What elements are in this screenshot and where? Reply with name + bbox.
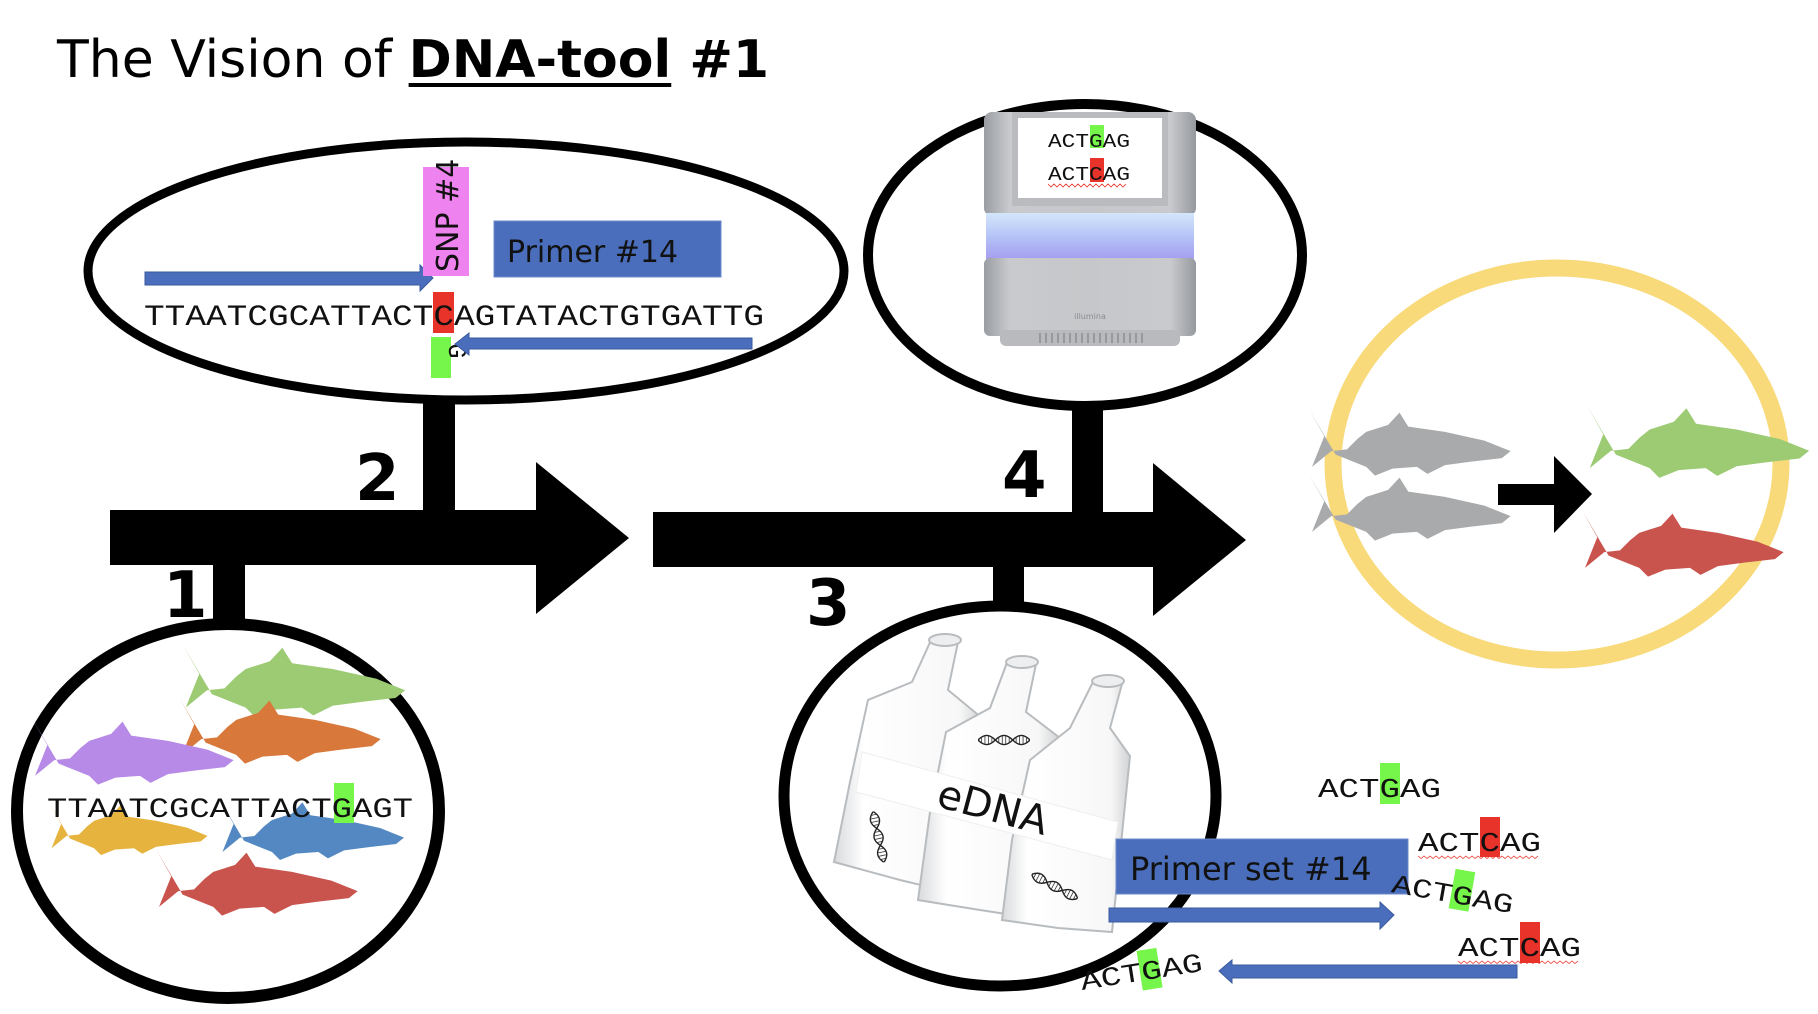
read-2: ACTCAG [1418,830,1541,860]
reference-base-highlight [433,292,454,333]
timeline-arrow-2 [653,463,1246,616]
stem-step-3 [993,565,1024,607]
primer-set-label: Primer set #14 [1130,850,1372,888]
primer-set-box [1115,838,1409,895]
spellcheck-underline [1417,855,1539,860]
step-number-2: 2 [355,442,400,516]
read-3-highlight [1448,868,1476,912]
step-4-panel: illumina ACTGAG ACTCAG [863,99,1307,411]
read-4: ACTCAG [1458,935,1581,965]
step-1-panel: TTAATCGCATTACTGAGT [11,618,445,1004]
snp-label-box [423,167,469,276]
read-3: ACTGAG [1389,871,1515,922]
snp-label: SNP #4 [431,159,466,272]
read-1-highlight [1380,763,1400,804]
spellcheck-underline [1457,960,1579,965]
forward-amplicon-arrow [1108,900,1395,931]
read-4-highlight [1520,922,1540,963]
step-3-panel: eDNA [778,600,1222,992]
reference-sequence: TTAATCGCATTACTCAGTATACTGTGATTG [144,300,764,334]
screen-read-1-highlight [1090,125,1104,148]
sequencer-brand: illumina [1074,312,1106,321]
outcome-arrow [1498,456,1592,533]
slide-title: The Vision of DNA-tool #1 [57,30,769,90]
outcome-panel [1309,259,1810,669]
screen-read-1: ACTGAG [1048,131,1130,153]
population-sequence: TTAATCGCATTACTGAGT [47,795,413,826]
edna-bottles-icon [832,633,1132,934]
screen-read-2: ACTCAG [1048,164,1130,186]
stem-step-1 [213,565,245,625]
timeline-arrow-1 [110,462,629,614]
stem-step-2 [423,398,455,512]
step-number-4: 4 [1002,439,1047,513]
title-prefix: The Vision of [57,30,409,90]
alternate-base-highlight [431,337,451,378]
forward-primer-arrow [144,263,434,293]
primer-label-box [493,220,722,278]
primer-label: Primer #14 [507,235,678,270]
target-population-ring [1324,259,1790,669]
step-number-3: 3 [806,567,851,641]
step-2-panel: SNP #4 Primer #14 TTAATCGCATTACTCAGTATAC… [83,137,849,405]
population-base-highlight [334,783,354,823]
stem-step-4 [1072,404,1103,514]
reverse-amplicon-arrow [1218,958,1518,985]
reverse-primer-arrow [454,331,753,357]
read-2-highlight [1480,817,1500,857]
title-highlight: DNA-tool [408,30,672,90]
title-suffix: #1 [671,30,770,90]
spellcheck-underline [1047,183,1127,188]
read-1: ACTGAG [1318,776,1441,806]
read-5-highlight [1136,947,1163,991]
screen-read-2-highlight [1090,158,1104,182]
